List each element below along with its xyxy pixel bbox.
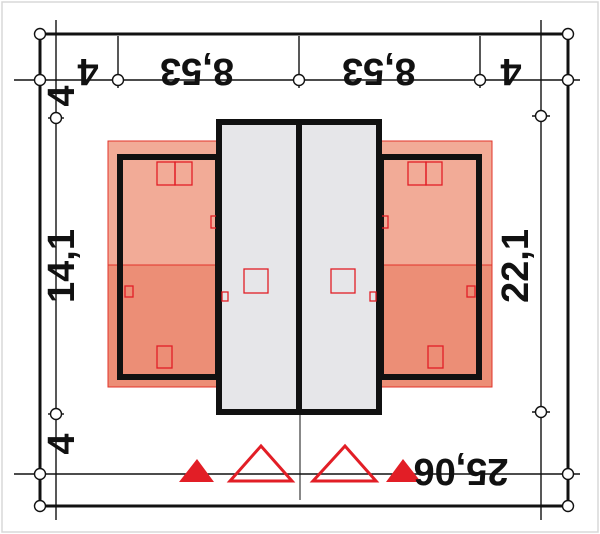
dimension-markers	[33, 27, 575, 513]
left-wing	[107, 140, 221, 388]
label-top-left-margin: 4	[77, 50, 98, 92]
outline-triangle-icon	[226, 443, 296, 483]
central-core	[216, 119, 382, 415]
label-top-right-span: 8,53	[342, 50, 416, 92]
entrance-markers	[179, 443, 421, 483]
outline-triangle-icon	[309, 443, 380, 483]
label-left-bottom-margin: 4	[41, 433, 83, 454]
filled-triangle-icon	[179, 459, 214, 482]
label-left-depth: 14,1	[41, 229, 83, 303]
label-bottom-total: 25,06	[413, 450, 508, 492]
label-top-right-margin: 4	[500, 50, 521, 92]
label-left-top-margin: 4	[41, 85, 83, 106]
label-right-depth: 22,1	[495, 229, 537, 303]
label-top-left-span: 8,53	[160, 50, 234, 92]
right-wing	[378, 140, 493, 388]
plot-boundary	[38, 32, 570, 508]
filled-triangle-icon	[386, 459, 421, 482]
